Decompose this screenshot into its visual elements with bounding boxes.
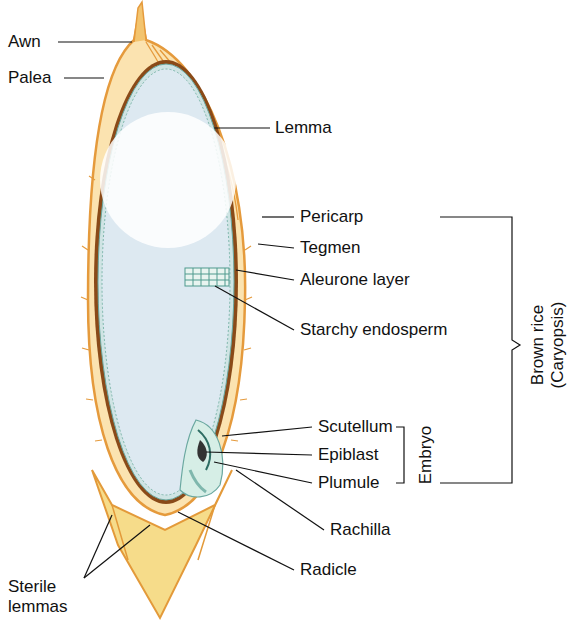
part-label: Rachilla xyxy=(330,520,390,540)
part-label: Awn xyxy=(8,32,41,52)
part-label: Sterile lemmas xyxy=(8,577,88,617)
part-label: Epiblast xyxy=(318,445,378,465)
part-label: Tegmen xyxy=(300,238,360,258)
part-label: Plumule xyxy=(318,473,379,493)
embryo-shape xyxy=(180,420,223,497)
endosperm-highlight xyxy=(100,112,236,248)
part-label: Starchy endosperm xyxy=(300,320,447,340)
cell-detail xyxy=(185,268,229,286)
hull-shape xyxy=(88,8,245,515)
part-label: Scutellum xyxy=(318,417,393,437)
part-label: Palea xyxy=(8,68,51,88)
radicle-shape xyxy=(190,470,206,492)
part-label: Lemma xyxy=(275,118,332,138)
part-label: Pericarp xyxy=(300,207,363,227)
part-label: Embryo xyxy=(416,420,436,490)
caryopsis-brace xyxy=(440,217,520,483)
part-label: Aleurone layer xyxy=(300,270,410,290)
embryo-bracket xyxy=(396,427,404,483)
epiblast-shape xyxy=(197,440,206,462)
pericarp-layer xyxy=(94,60,238,504)
part-label: Radicle xyxy=(300,560,357,580)
awn-shape xyxy=(134,2,146,42)
part-label: Brown rice (Caryopsis) xyxy=(528,295,568,395)
plumule-shape xyxy=(198,430,210,470)
